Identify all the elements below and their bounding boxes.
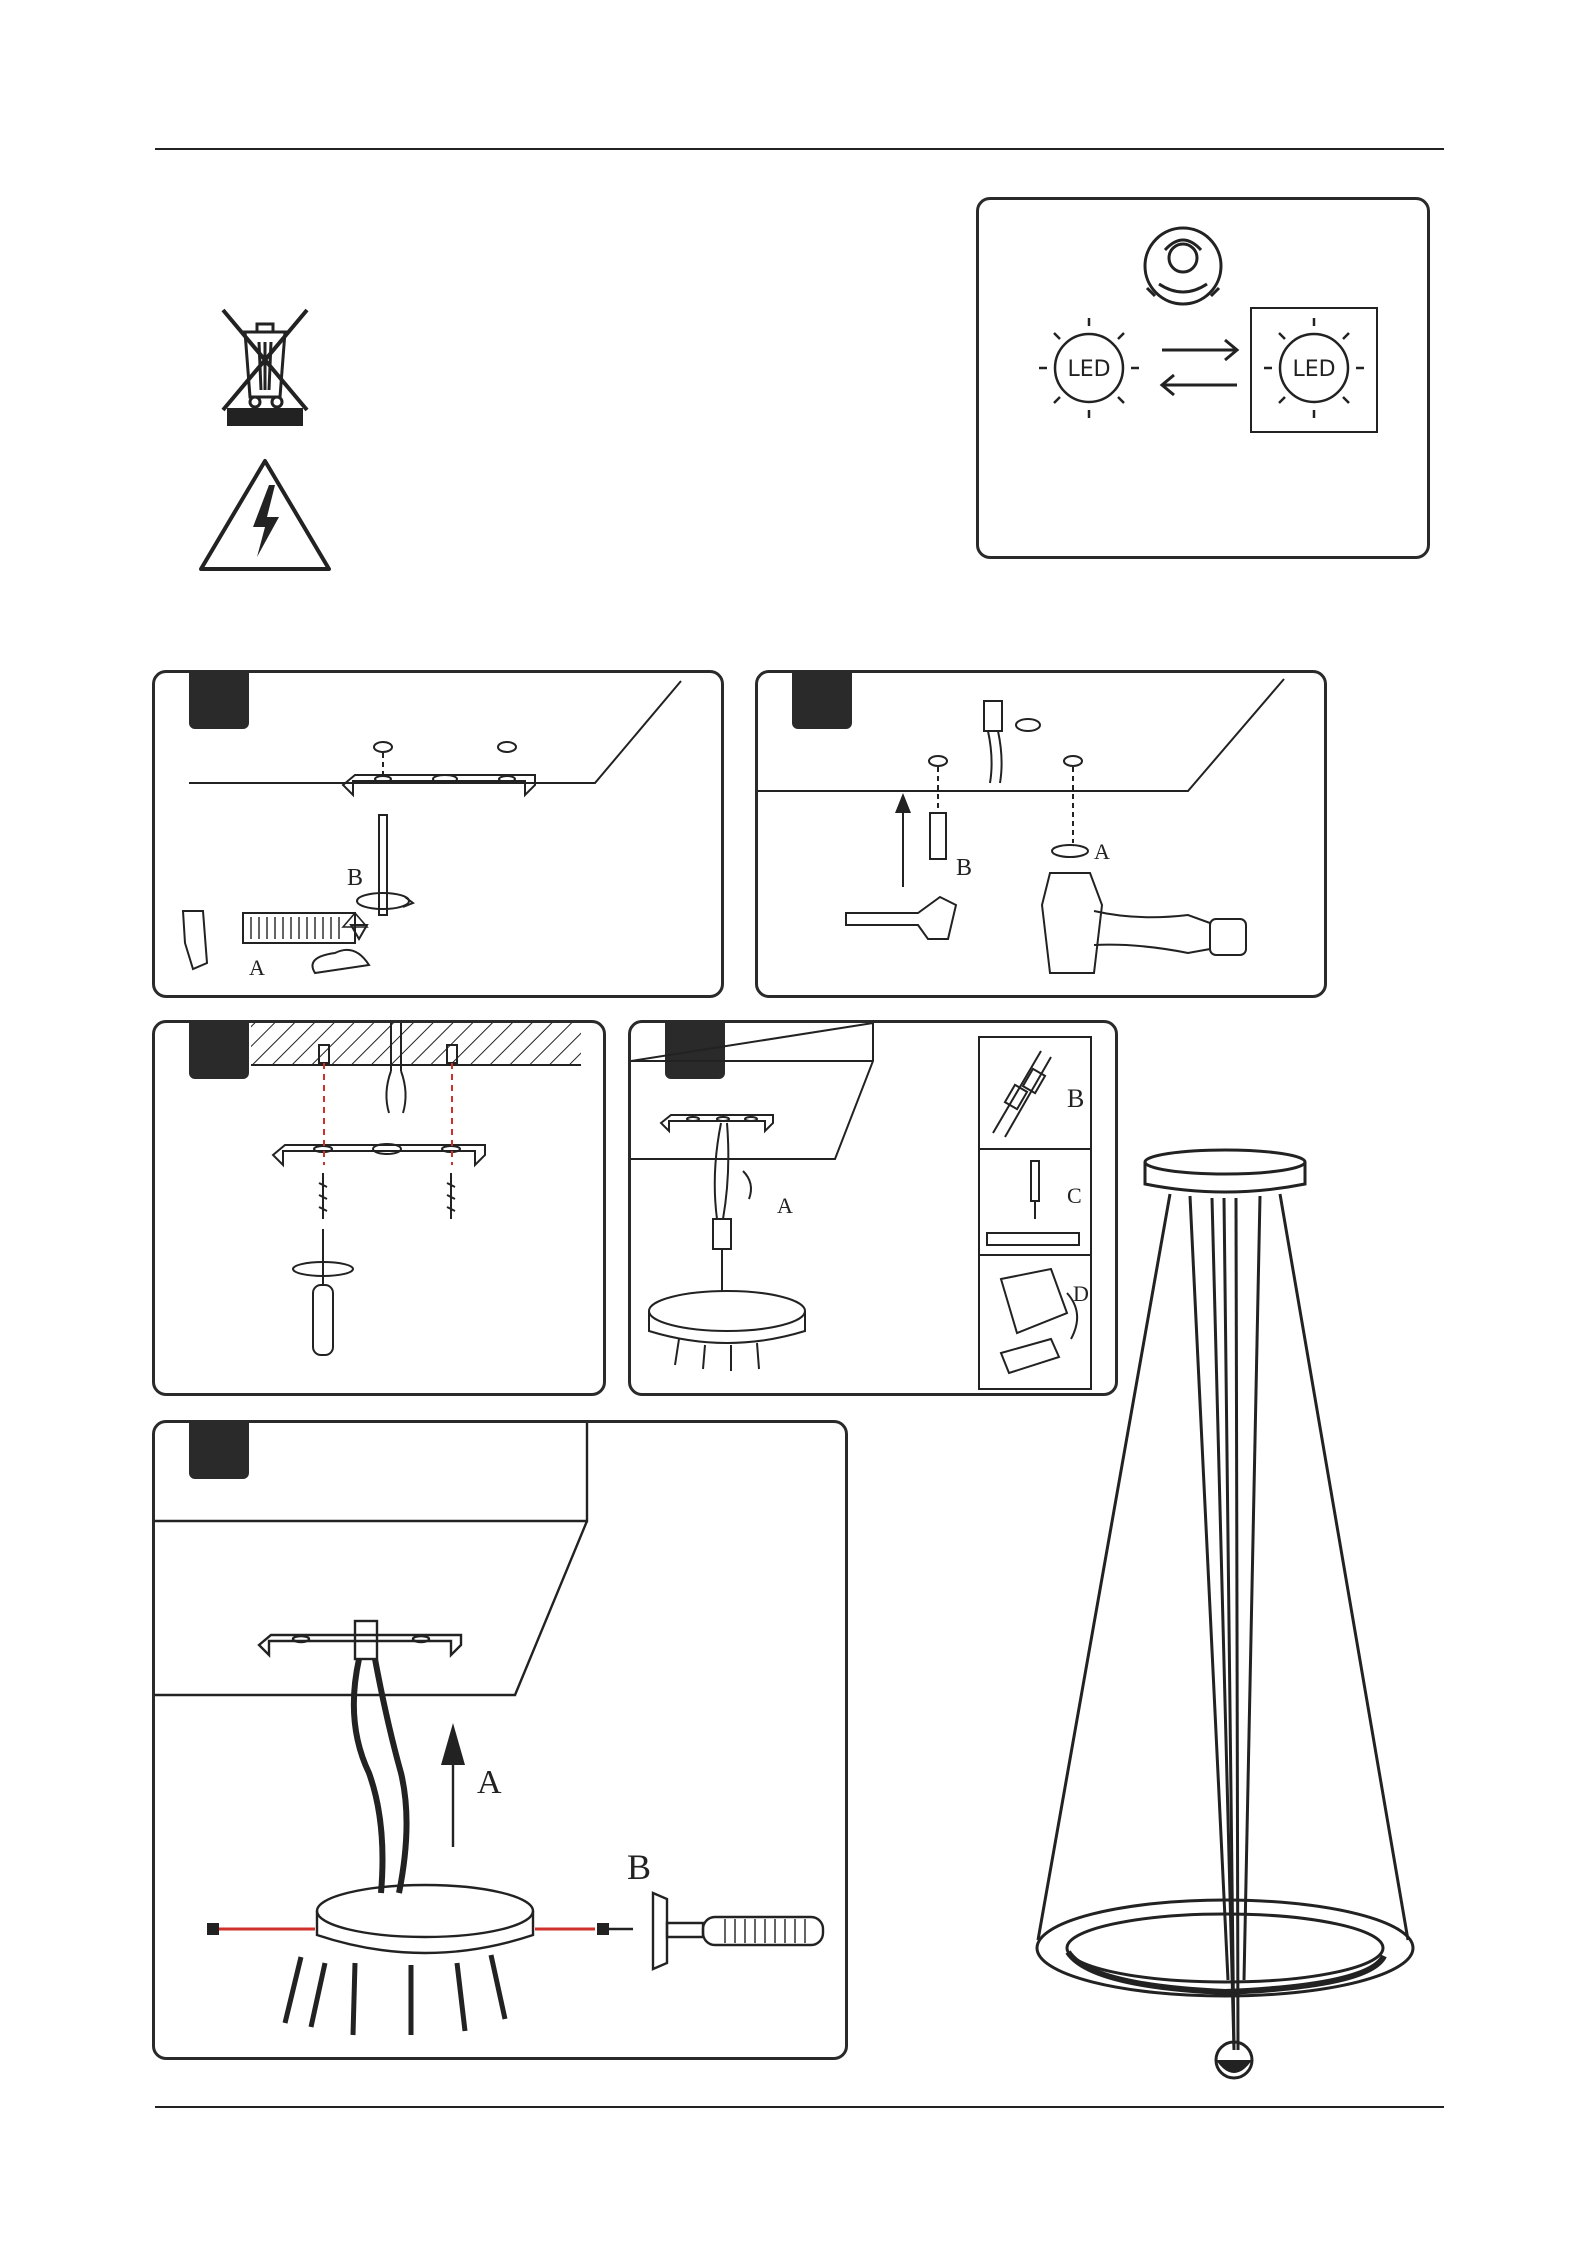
weee-crossed-bin-icon [215, 302, 315, 432]
step-1-diagram: B A [155, 673, 724, 998]
led-left-label: LED [1067, 357, 1110, 382]
technician-icon [1145, 228, 1221, 304]
step-2-label-a: A [1094, 839, 1110, 864]
step-5-diagram: A B [155, 1423, 848, 2060]
step-1-label-a: A [249, 955, 265, 980]
step-5-panel: A B [152, 1420, 848, 2060]
step-1-label-b: B [347, 865, 363, 891]
swap-arrows-icon [1162, 340, 1237, 395]
led-replacement-box: LED LED [976, 197, 1430, 559]
step-5-label-b: B [627, 1847, 651, 1887]
ceiling-hatch [251, 1023, 581, 1065]
pendant-lamp-illustration [1030, 1140, 1450, 2090]
step-2-label-b: B [956, 855, 972, 881]
step-2-panel: B A [755, 670, 1327, 998]
step-4-label-a: A [777, 1193, 793, 1218]
upward-arrow-a-icon [441, 1723, 465, 1765]
step-3-diagram [155, 1023, 606, 1396]
step-1-panel: B A [152, 670, 724, 998]
step-5-label-a: A [477, 1764, 502, 1801]
led-replacement-diagram: LED LED [979, 200, 1430, 559]
upward-arrow-icon [895, 793, 911, 813]
step-3-panel [152, 1020, 606, 1396]
step-2-diagram: B A [758, 673, 1327, 998]
led-right-label: LED [1292, 357, 1335, 382]
electric-hazard-icon [195, 455, 335, 575]
bottom-rule [155, 2106, 1444, 2108]
step-4-label-b: B [1067, 1084, 1084, 1113]
top-rule [155, 148, 1444, 150]
